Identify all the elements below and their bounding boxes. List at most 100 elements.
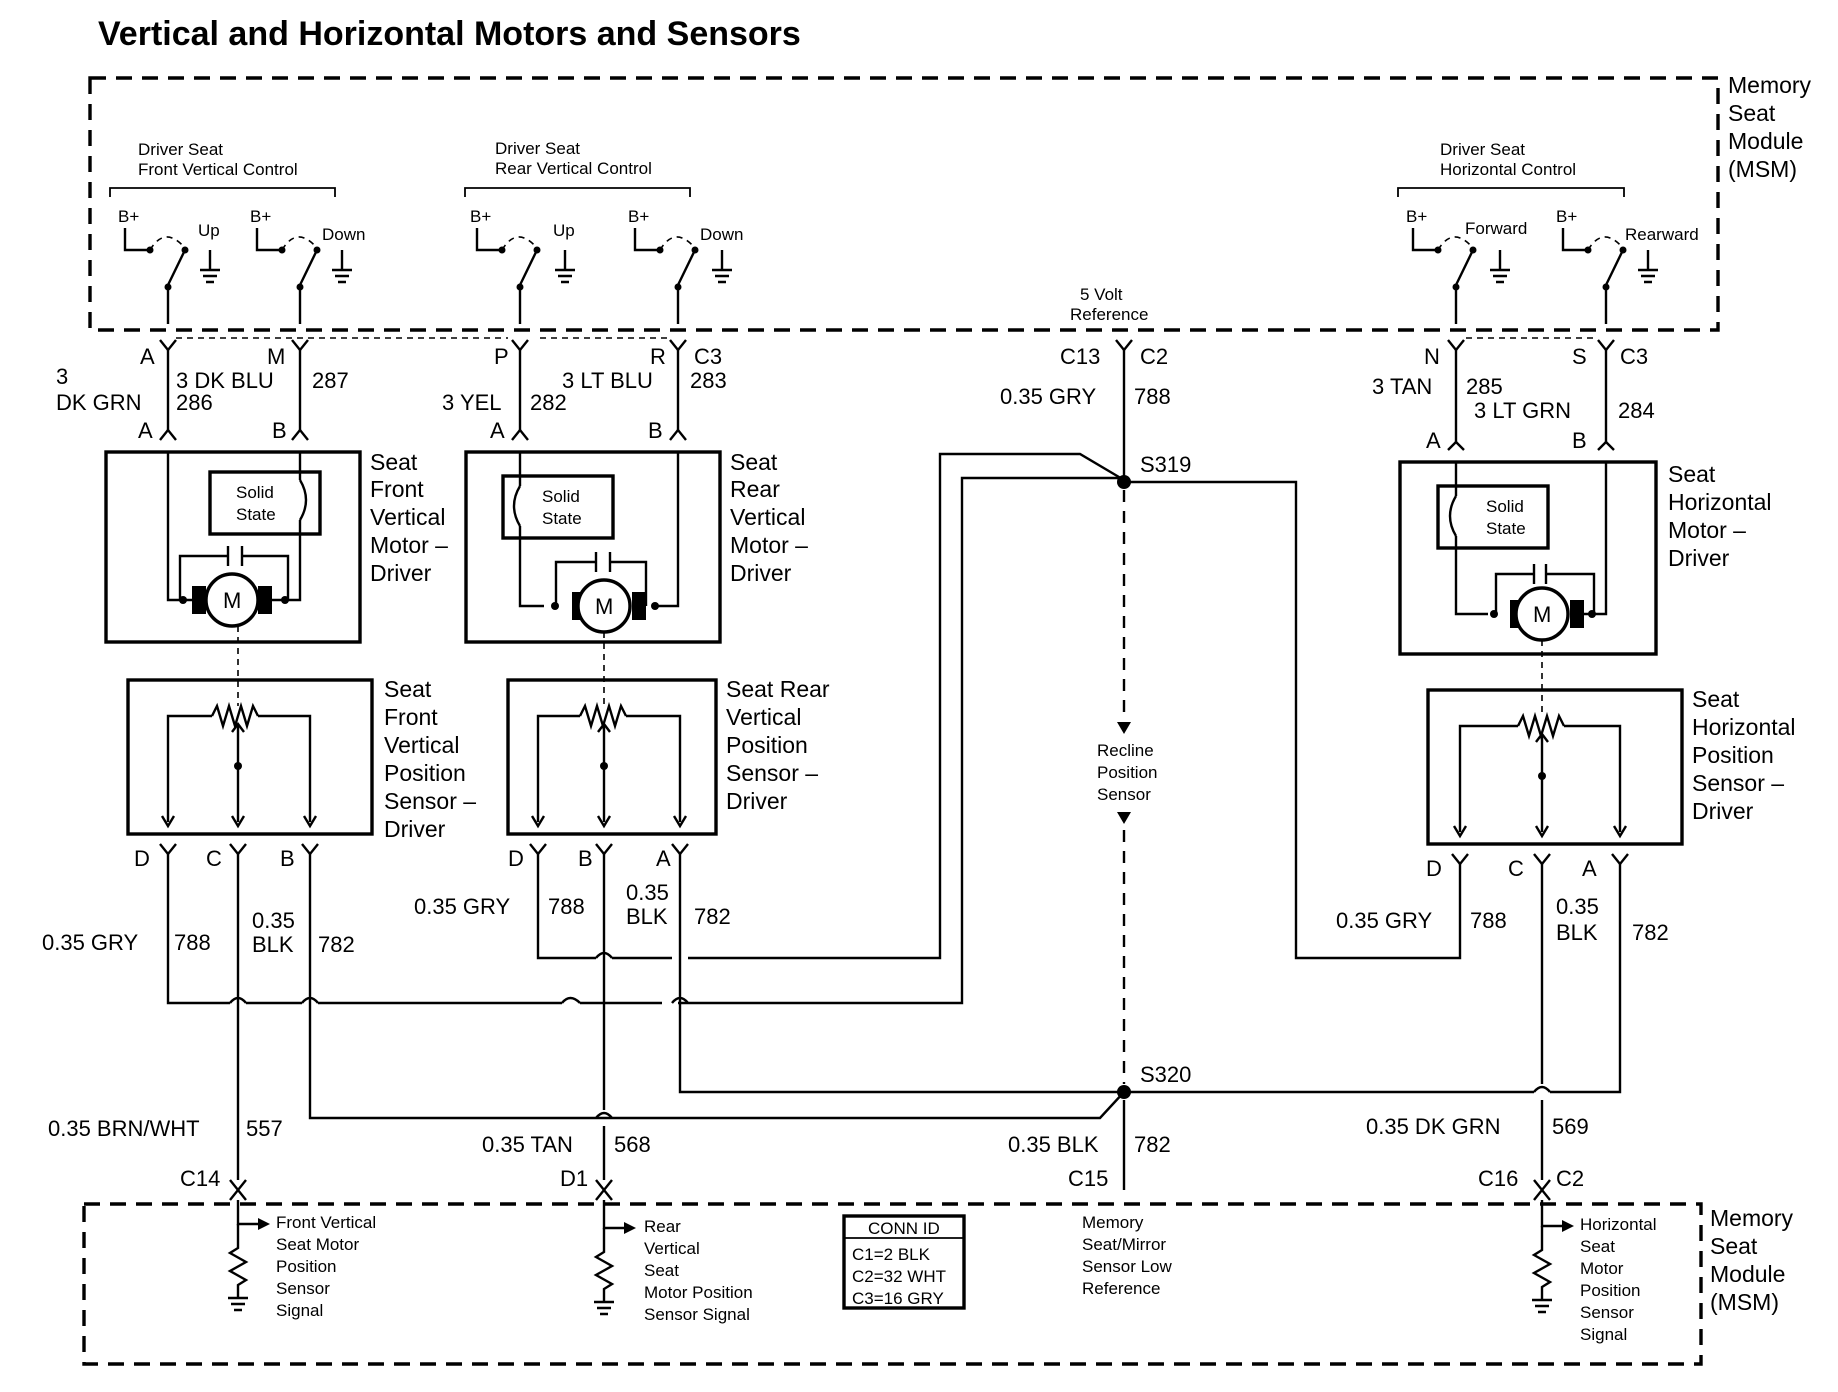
svg-text:Vertical: Vertical xyxy=(384,732,459,758)
svg-text:283: 283 xyxy=(690,368,727,393)
svg-text:State: State xyxy=(236,505,276,524)
svg-text:B+: B+ xyxy=(118,207,139,226)
svg-text:Front: Front xyxy=(370,476,424,502)
svg-text:Sensor –: Sensor – xyxy=(1692,770,1784,796)
svg-text:0.35 TAN: 0.35 TAN xyxy=(482,1132,573,1157)
svg-text:C2: C2 xyxy=(1140,344,1168,369)
conn-id-header: CONN ID xyxy=(868,1219,940,1238)
svg-text:Motor –: Motor – xyxy=(730,532,808,558)
svg-text:0.35 BRN/WHT: 0.35 BRN/WHT xyxy=(48,1116,200,1141)
svg-text:D1: D1 xyxy=(560,1166,588,1191)
svg-text:788: 788 xyxy=(548,894,585,919)
svg-text:285: 285 xyxy=(1466,374,1503,399)
horizontal-motor: Solid State M Seat Horizontal Motor – Dr… xyxy=(1398,460,1772,656)
svg-text:Position: Position xyxy=(1692,742,1774,768)
svg-text:(MSM): (MSM) xyxy=(1710,1289,1779,1315)
msm-label-upper: Memory Seat Module (MSM) xyxy=(1728,72,1812,182)
five-volt-ref-label-2: Reference xyxy=(1070,305,1148,324)
svg-text:B: B xyxy=(1572,428,1587,453)
svg-text:782: 782 xyxy=(1134,1132,1171,1157)
lower-wire-d1: 0.35 TAN 568 D1 xyxy=(482,1132,651,1192)
svg-text:Horizontal: Horizontal xyxy=(1668,489,1772,515)
svg-text:B+: B+ xyxy=(628,207,649,226)
five-volt-ref-wire: C13 C2 0.35 GRY 788 xyxy=(1000,339,1171,482)
svg-text:0.35: 0.35 xyxy=(1556,894,1599,919)
svg-text:Sensor –: Sensor – xyxy=(384,788,476,814)
svg-text:788: 788 xyxy=(1134,384,1171,409)
svg-text:Front Vertical Control: Front Vertical Control xyxy=(138,160,298,179)
front-up-switch: B+ Up xyxy=(118,207,220,324)
svg-text:Seat Motor: Seat Motor xyxy=(276,1235,359,1254)
svg-text:Vertical: Vertical xyxy=(644,1239,700,1258)
conn-id-row: C1=2 BLK xyxy=(852,1245,931,1264)
msm-label-lower: Memory Seat Module (MSM) xyxy=(1710,1205,1794,1315)
horizontal-rearward-switch: B+ Rearward xyxy=(1556,207,1699,324)
svg-text:Motor –: Motor – xyxy=(370,532,448,558)
svg-text:Driver: Driver xyxy=(726,788,788,814)
svg-text:Sensor –: Sensor – xyxy=(726,760,818,786)
svg-text:3 TAN: 3 TAN xyxy=(1372,374,1432,399)
svg-text:Horizontal Control: Horizontal Control xyxy=(1440,160,1576,179)
svg-text:State: State xyxy=(1486,519,1526,538)
svg-text:3 DK BLU: 3 DK BLU xyxy=(176,368,274,393)
svg-text:C15: C15 xyxy=(1068,1166,1108,1191)
rear-vertical-sensor: Seat Rear Vertical Position Sensor – Dri… xyxy=(506,676,830,836)
svg-text:C: C xyxy=(1508,856,1524,881)
svg-text:0.35 GRY: 0.35 GRY xyxy=(1000,384,1097,409)
svg-text:Driver Seat: Driver Seat xyxy=(1440,140,1525,159)
lower-wire-c15: 0.35 BLK 782 C15 xyxy=(1008,1100,1171,1191)
conn-id-row: C3=16 GRY xyxy=(852,1289,944,1308)
svg-text:Seat: Seat xyxy=(1710,1233,1758,1259)
svg-text:N: N xyxy=(1424,344,1440,369)
svg-text:Seat: Seat xyxy=(384,676,432,702)
svg-text:3 LT BLU: 3 LT BLU xyxy=(562,368,653,393)
svg-text:Rear Vertical Control: Rear Vertical Control xyxy=(495,159,652,178)
svg-text:C3: C3 xyxy=(1620,344,1648,369)
front-motor-wires: A M 3 DK GRN 286 3 DK BLU 287 A B xyxy=(56,339,349,443)
svg-text:284: 284 xyxy=(1618,398,1655,423)
svg-text:Up: Up xyxy=(553,221,575,240)
svg-text:S320: S320 xyxy=(1140,1062,1191,1087)
svg-text:Driver: Driver xyxy=(730,560,792,586)
svg-text:569: 569 xyxy=(1552,1114,1589,1139)
svg-text:Motor –: Motor – xyxy=(1668,517,1746,543)
svg-text:Recline: Recline xyxy=(1097,741,1154,760)
svg-text:Motor: Motor xyxy=(1580,1259,1624,1278)
svg-text:Seat/Mirror: Seat/Mirror xyxy=(1082,1235,1166,1254)
svg-text:Reference: Reference xyxy=(1082,1279,1160,1298)
front-down-switch: B+ Down xyxy=(250,207,365,324)
svg-text:R: R xyxy=(650,344,666,369)
svg-text:B: B xyxy=(280,846,295,871)
svg-text:D: D xyxy=(1426,856,1442,881)
svg-text:M: M xyxy=(1533,602,1551,627)
svg-text:Rear: Rear xyxy=(644,1217,681,1236)
svg-text:Vertical: Vertical xyxy=(730,504,805,530)
svg-text:Driver: Driver xyxy=(1692,798,1754,824)
svg-text:Seat: Seat xyxy=(1728,100,1776,126)
front-sensor-pins: D C B 0.35 GRY 788 0.35 BLK 782 xyxy=(42,476,1125,1180)
svg-text:Sensor: Sensor xyxy=(1097,785,1151,804)
svg-text:Sensor: Sensor xyxy=(276,1279,330,1298)
switch-group-front-vertical: Driver Seat Front Vertical Control B+ Up… xyxy=(109,140,365,324)
svg-text:C3: C3 xyxy=(694,344,722,369)
svg-text:Driver Seat: Driver Seat xyxy=(495,139,580,158)
svg-text:Driver: Driver xyxy=(370,560,432,586)
msm-upper-outline xyxy=(88,76,1720,332)
svg-text:Down: Down xyxy=(700,225,743,244)
rear-vertical-motor: Solid State M Seat Rear Vertical Motor –… xyxy=(464,449,808,644)
svg-text:A: A xyxy=(138,418,153,443)
svg-text:B+: B+ xyxy=(1556,207,1577,226)
svg-text:Seat: Seat xyxy=(730,449,778,475)
svg-text:Memory: Memory xyxy=(1082,1213,1144,1232)
svg-text:0.35 GRY: 0.35 GRY xyxy=(414,894,511,919)
svg-text:Module: Module xyxy=(1728,128,1803,154)
splice-s319: S319 xyxy=(1117,452,1191,489)
module-low-reference: Memory Seat/Mirror Sensor Low Reference xyxy=(1082,1213,1172,1298)
svg-text:Signal: Signal xyxy=(1580,1325,1627,1344)
svg-text:Front: Front xyxy=(384,704,438,730)
switch-group-horizontal: Driver Seat Horizontal Control B+ Forwar… xyxy=(1397,140,1699,324)
splice-s320: S320 xyxy=(1117,1062,1191,1099)
svg-text:Position: Position xyxy=(276,1257,336,1276)
lower-wire-c16: 0.35 DK GRN 569 C16 C2 xyxy=(1366,1114,1589,1192)
rear-down-switch: B+ Down xyxy=(628,207,743,324)
